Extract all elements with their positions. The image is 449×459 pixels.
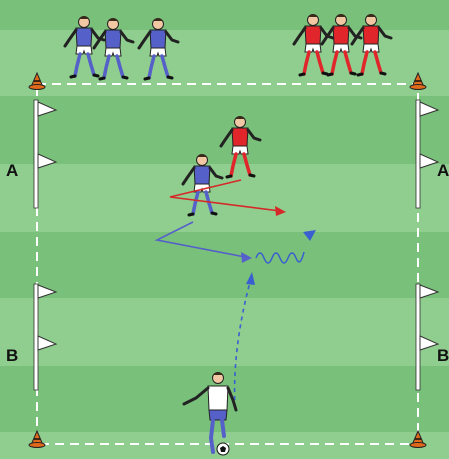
gate-a-label-left: A [6, 162, 18, 179]
gate-a-label-right: A [437, 162, 449, 179]
gate-b-label-right: B [437, 347, 449, 364]
ball-icon [217, 443, 229, 455]
gate-b-label-left: B [6, 347, 18, 364]
